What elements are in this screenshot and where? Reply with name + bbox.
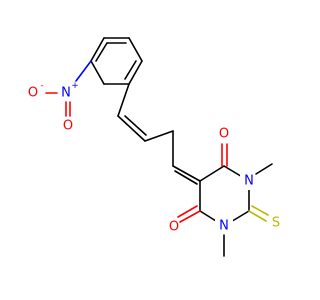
c-n-bond bbox=[75, 60, 92, 82]
ring-nitrogen-lower: N bbox=[219, 219, 229, 234]
benzene-inner-bond bbox=[124, 60, 137, 80]
nitro-group: O - N + O bbox=[28, 60, 92, 134]
thiobarbiturate-ring bbox=[172, 165, 250, 227]
aryl-vinyl-bond bbox=[117, 83, 130, 117]
exocyclic-double-bond-inner bbox=[174, 170, 198, 185]
benzene-ring bbox=[90, 37, 143, 85]
vinyl-double-bond-inner bbox=[124, 115, 147, 136]
ring-bond bbox=[199, 165, 225, 182]
carbonyl-groups: O O bbox=[169, 127, 229, 235]
nitro-nitrogen-plus: N bbox=[61, 86, 71, 101]
carbonyl-oxygen-upper: O bbox=[219, 127, 229, 142]
oxygen-charge-minus: - bbox=[40, 81, 43, 91]
ring-nitrogens: N N bbox=[215, 163, 273, 257]
nitro-oxygen-minus: O bbox=[28, 86, 38, 101]
carbonyl-lower-bond bbox=[177, 205, 198, 218]
benzene-inner-bond bbox=[95, 42, 108, 62]
thione-group: S bbox=[248, 205, 280, 231]
molecule-structure: O - N + O O O N N bbox=[28, 37, 280, 257]
nitrogen-charge-plus: + bbox=[71, 81, 79, 91]
thione-double-bond bbox=[248, 210, 267, 222]
n-methyl-upper bbox=[255, 163, 273, 175]
vinyl-double-bond bbox=[117, 115, 146, 142]
benzene-bond bbox=[128, 60, 143, 85]
ring-nitrogen-upper: N bbox=[244, 174, 254, 189]
exocyclic-double-bond bbox=[172, 165, 201, 182]
thione-double-bond bbox=[251, 205, 269, 216]
alkene-linker bbox=[117, 83, 174, 167]
thione-sulfur: S bbox=[272, 216, 280, 231]
nitro-oxygen-double: O bbox=[63, 119, 73, 134]
benzene-bond bbox=[90, 37, 105, 62]
linker-single-bond bbox=[144, 130, 174, 142]
carbonyl-oxygen-lower: O bbox=[169, 220, 179, 235]
carbonyl-lower-bond bbox=[179, 210, 201, 223]
benzene-bond bbox=[128, 37, 143, 62]
benzene-bond bbox=[90, 60, 105, 85]
